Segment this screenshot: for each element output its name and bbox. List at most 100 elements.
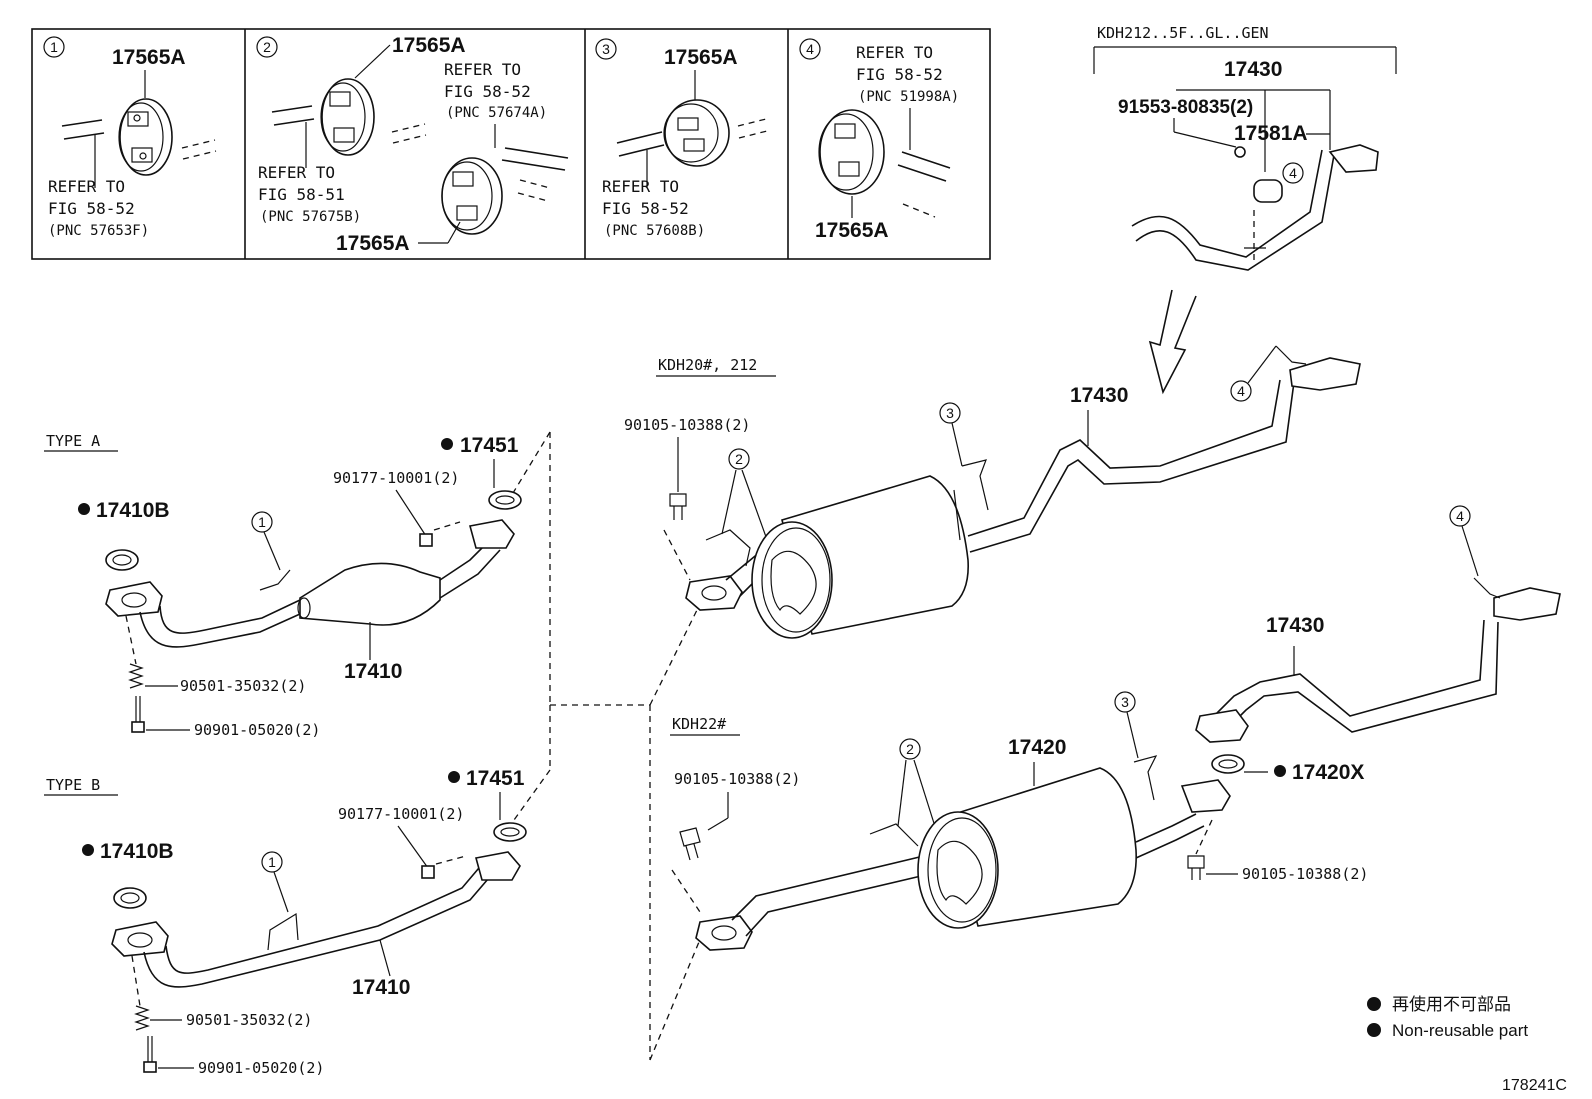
kdh20-callout-2: 2 (735, 451, 743, 467)
type-b-label: TYPE B (46, 776, 100, 794)
type-a-nut: 90177-10001(2) (333, 469, 459, 487)
legend: 再使用不可部品 Non-reusable part (1367, 994, 1528, 1040)
kdh22-gasket: 17420X (1292, 761, 1364, 784)
kdh22-bolt-rear: 90105-10388(2) (1242, 865, 1368, 883)
box-2-ref-right-line-2: FIG 58-52 (444, 82, 531, 101)
box-2-callout: 2 (263, 39, 271, 55)
type-b-gasket-front: 17410B (100, 840, 174, 863)
box-1-ref-line-1: REFER TO (48, 177, 125, 196)
type-b-bolt: 90901-05020(2) (198, 1059, 324, 1077)
kdh22-label: KDH22# (672, 715, 726, 733)
type-a-assembly: 17410B 17451 90177-10001(2) 1 17410 9050 (78, 434, 522, 739)
nut-icon (419, 533, 433, 547)
legend-en: Non-reusable part (1392, 1021, 1528, 1040)
type-a-gasket-front: 17410B (96, 499, 170, 522)
kdh22-callout-3: 3 (1121, 694, 1129, 710)
kdh22-bolt: 90105-10388(2) (674, 770, 800, 788)
bolt-icon (135, 696, 141, 722)
tailpipe-tip-icon (1493, 587, 1561, 621)
gasket-icon (105, 549, 139, 571)
bolt-icon (669, 493, 687, 520)
box-2-part-bottom: 17565A (336, 232, 410, 255)
type-b-gasket-rear: 17451 (466, 767, 525, 790)
gasket-icon (1211, 754, 1245, 774)
bolt-icon (1187, 855, 1205, 880)
box-3-ref-line-2: FIG 58-52 (602, 199, 689, 218)
box-1-callout: 1 (50, 39, 58, 55)
kdh22-center-pipe: 17420 (1008, 736, 1066, 759)
box-4-ref-line-3: (PNC 51998A) (858, 89, 959, 105)
type-b-callout-1: 1 (268, 854, 276, 870)
flange-icon (1195, 709, 1249, 743)
spring-icon (134, 1005, 150, 1031)
kdh20-bolt: 90105-10388(2) (624, 416, 750, 434)
inset-section-label: KDH212..5F..GL..GEN (1097, 24, 1269, 42)
legend-jp: 再使用不可部品 (1392, 994, 1511, 1014)
box-3-ref-line-1: REFER TO (602, 177, 679, 196)
box-1-part: 17565A (112, 46, 186, 69)
box-4-part: 17565A (815, 219, 889, 242)
type-a-pipe: 17410 (344, 660, 402, 683)
type-b-pipe: 17410 (352, 976, 410, 999)
nut-icon (421, 865, 435, 879)
detail-box-4: 4 REFER TO FIG 58-52 (PNC 51998A) 17565A (799, 38, 959, 242)
bolt-icon (679, 827, 701, 861)
tailpipe-tip-icon (1289, 357, 1361, 391)
box-3-ref-line-3: (PNC 57608B) (604, 223, 705, 239)
detail-box-3: 3 17565A REFER TO FIG 58-52 (PNC 57608B) (595, 38, 772, 239)
hanger-rubber-icon (118, 98, 173, 176)
hanger-rubber-icon (663, 99, 730, 167)
box-2-ref-right-line-1: REFER TO (444, 60, 521, 79)
inset-part-17581a: 17581A (1234, 122, 1308, 145)
gasket-icon (493, 822, 527, 842)
bolt-icon (1234, 146, 1246, 158)
gasket-icon (488, 490, 522, 510)
type-a-label: TYPE A (46, 432, 100, 450)
hanger-rubber-bottom-icon (441, 157, 503, 235)
flange-icon (468, 519, 515, 549)
flange-icon (1180, 779, 1231, 813)
inset-part-91553: 91553-80835(2) (1118, 97, 1253, 118)
box-2-ref-right-line-3: (PNC 57674A) (446, 105, 547, 121)
box-3-part: 17565A (664, 46, 738, 69)
flange-icon (111, 921, 169, 957)
kdh20-callout-3: 3 (946, 405, 954, 421)
figure-code: 178241C (1502, 1077, 1567, 1094)
type-a-bolt: 90901-05020(2) (194, 721, 320, 739)
type-b-nut: 90177-10001(2) (338, 805, 464, 823)
kdh22-tail-pipe: 17430 (1266, 614, 1324, 637)
flange-icon (695, 915, 753, 951)
hanger-rubber-icon (818, 109, 885, 195)
detail-box-2: 2 17565A REFER TO FIG 58-52 (PNC 57674A)… (256, 34, 569, 255)
non-reusable-dot-icon (78, 503, 90, 515)
kdh20-tail-pipe: 17430 (1070, 384, 1128, 407)
view-arrow-icon (1148, 289, 1197, 395)
kdh22-assembly: 90105-10388(2) 2 17420 3 90105-10388(2) (671, 505, 1561, 951)
bolt-icon (147, 1036, 153, 1062)
catalytic-converter-icon (299, 562, 441, 626)
box-1-ref-line-3: (PNC 57653F) (48, 223, 149, 239)
box-2-ref-left-line-1: REFER TO (258, 163, 335, 182)
box-2-ref-left-line-2: FIG 58-51 (258, 185, 345, 204)
type-b-spring: 90501-35032(2) (186, 1011, 312, 1029)
detail-box-1: 1 17565A REFER TO FIG 58-52 (PNC 57653F) (43, 36, 217, 239)
type-a-callout-1: 1 (258, 514, 266, 530)
inset-callout-4: 4 (1289, 165, 1297, 181)
type-a-gasket-rear: 17451 (460, 434, 519, 457)
detail-boxes (31, 28, 991, 260)
box-2-part-top: 17565A (392, 34, 466, 57)
inset-part-17430: 17430 (1224, 58, 1282, 81)
box-2-ref-left-line-3: (PNC 57675B) (260, 209, 361, 225)
flange-icon (105, 581, 163, 617)
kdh20-callout-4: 4 (1237, 383, 1245, 399)
spring-icon (128, 663, 144, 689)
top-right-inset: KDH212..5F..GL..GEN 17430 91553-80835(2)… (1093, 24, 1397, 271)
flange-icon (685, 575, 743, 611)
type-b-assembly: 17410B 17451 90177-10001(2) 1 17410 9050… (82, 767, 527, 1077)
kdh20-label: KDH20#, 212 (658, 356, 757, 374)
gasket-icon (113, 887, 147, 909)
kdh20-assembly: 90105-10388(2) 2 3 17430 4 (624, 345, 1361, 639)
box-4-ref-line-1: REFER TO (856, 43, 933, 62)
kdh22-callout-4: 4 (1456, 508, 1464, 524)
